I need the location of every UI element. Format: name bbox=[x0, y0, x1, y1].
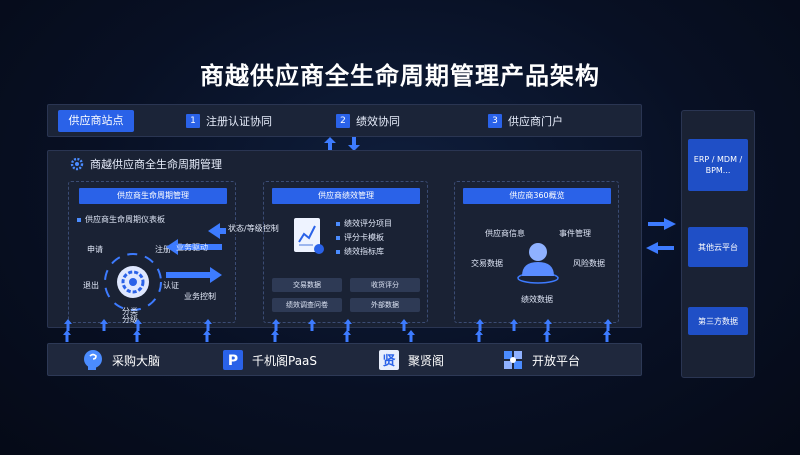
bullet-icon bbox=[336, 236, 340, 240]
overview-supplier-info: 供应商信息 bbox=[485, 229, 525, 238]
gear-icon bbox=[70, 157, 84, 171]
step-label: 供应商门户 bbox=[508, 115, 563, 128]
stage-apply: 申请 bbox=[87, 245, 103, 254]
page-title: 商越供应商全生命周期管理产品架构 bbox=[200, 62, 600, 90]
lifecycle-dashboard: 供应商生命周期仪表板 bbox=[77, 214, 165, 225]
lifecycle-management-panel: 商越供应商全生命周期管理 供应商生命周期管理 供应商生命周期仪表板 申请 注册 … bbox=[47, 150, 642, 331]
flow-arrows bbox=[166, 239, 222, 283]
platform-label: 千机阁PaaS bbox=[252, 353, 318, 368]
juxiange-logo-char: 贤 bbox=[382, 354, 395, 369]
overview-title: 供应商360概览 bbox=[463, 188, 611, 204]
step-number: 3 bbox=[488, 114, 502, 128]
step-portal: 3 供应商门户 bbox=[488, 113, 563, 129]
main-heading: 商越供应商全生命周期管理 bbox=[70, 156, 222, 172]
third-party-data-box: 第三方数据 bbox=[688, 307, 748, 335]
platform-juxiange: 贤 聚贤阁 bbox=[378, 349, 444, 371]
perf-item-label: 绩效评分项目 bbox=[344, 219, 392, 228]
brain-head-icon bbox=[84, 350, 102, 370]
step-number: 2 bbox=[336, 114, 350, 128]
step-label: 注册认证协同 bbox=[206, 115, 272, 128]
stage-exit: 退出 bbox=[83, 281, 99, 290]
sync-arrows-icon bbox=[324, 137, 360, 151]
overview-subpanel: 供应商360概览 供应商信息 事件管理 交易数据 风险数据 绩效数据 bbox=[454, 181, 619, 323]
external-sync-arrows-icon bbox=[646, 218, 676, 254]
paas-logo-icon: P bbox=[223, 350, 243, 370]
platform-label: 采购大脑 bbox=[112, 353, 161, 368]
step-performance: 2 绩效协同 bbox=[336, 113, 400, 129]
status-control-label: 状态/等级控制 bbox=[226, 223, 281, 234]
pill-receipt-score: 收货评分 bbox=[350, 278, 420, 292]
overview-event-mgmt: 事件管理 bbox=[559, 229, 591, 238]
open-platform-icon bbox=[504, 351, 522, 369]
other-cloud-box: 其他云平台 bbox=[688, 227, 748, 267]
perf-item: 评分卡模板 bbox=[336, 232, 384, 243]
user-profile-icon bbox=[517, 243, 559, 284]
overview-perf-data: 绩效数据 bbox=[521, 295, 553, 304]
platform-bar: 采购大脑 P 千机阁PaaS 贤 聚贤阁 开放平台 bbox=[47, 343, 642, 376]
dashboard-label: 供应商生命周期仪表板 bbox=[85, 215, 165, 224]
platform-label: 开放平台 bbox=[532, 353, 581, 368]
pill-survey: 绩效调查问卷 bbox=[272, 298, 342, 312]
business-control-label: 业务控制 bbox=[184, 292, 216, 301]
portal-label: 供应商站点 bbox=[58, 110, 134, 132]
step-label: 绩效协同 bbox=[356, 115, 400, 128]
platform-up-arrows bbox=[63, 330, 611, 342]
business-control-arrow bbox=[166, 267, 222, 283]
stage-certify: 认证 bbox=[163, 281, 179, 290]
lifecycle-subpanel: 供应商生命周期管理 供应商生命周期仪表板 申请 注册 认证 分类分级 退出 bbox=[68, 181, 236, 324]
platform-label: 聚贤阁 bbox=[408, 353, 445, 368]
platform-qianjige-paas: P 千机阁PaaS bbox=[222, 349, 317, 371]
perf-item-label: 绩效指标库 bbox=[344, 247, 384, 256]
pill-external-data: 外部数据 bbox=[350, 298, 420, 312]
perf-item: 绩效指标库 bbox=[336, 246, 384, 257]
stage-classify: 分类分级 bbox=[122, 307, 138, 324]
report-chart-icon bbox=[294, 218, 324, 254]
juxiange-logo-icon: 贤 bbox=[379, 350, 399, 370]
platform-open-platform: 开放平台 bbox=[502, 349, 580, 371]
lifecycle-title: 供应商生命周期管理 bbox=[79, 188, 227, 204]
overview-trade-data: 交易数据 bbox=[471, 259, 503, 268]
main-heading-text: 商越供应商全生命周期管理 bbox=[90, 158, 222, 171]
bullet-icon bbox=[336, 222, 340, 226]
external-systems-column: ERP / MDM / BPM... 其他云平台 第三方数据 bbox=[681, 110, 755, 378]
platform-procurement-brain: 采购大脑 bbox=[82, 349, 160, 371]
perf-item: 绩效评分项目 bbox=[336, 218, 392, 229]
paas-logo-letter: P bbox=[228, 353, 238, 369]
performance-subpanel: 供应商绩效管理 绩效评分项目 评分卡模板 绩效指标库 交易数据 收货评分 绩效调… bbox=[263, 181, 428, 323]
bullet-icon bbox=[336, 250, 340, 254]
supplier-portal-bar: 供应商站点 1 注册认证协同 2 绩效协同 3 供应商门户 bbox=[47, 104, 642, 137]
bullet-icon bbox=[77, 217, 81, 222]
step-registration: 1 注册认证协同 bbox=[186, 113, 272, 129]
perf-item-label: 评分卡模板 bbox=[344, 233, 384, 242]
business-drive-arrow bbox=[166, 239, 222, 255]
step-number: 1 bbox=[186, 114, 200, 128]
pill-trade-data: 交易数据 bbox=[272, 278, 342, 292]
business-drive-label: 业务驱动 bbox=[176, 243, 208, 252]
overview-risk-data: 风险数据 bbox=[573, 259, 605, 268]
upward-arrows bbox=[64, 319, 612, 331]
lifecycle-cycle-icon bbox=[104, 253, 162, 311]
erp-mdm-bpm-box: ERP / MDM / BPM... bbox=[688, 139, 748, 191]
stage-register: 注册 bbox=[155, 245, 171, 254]
performance-title: 供应商绩效管理 bbox=[272, 188, 420, 204]
